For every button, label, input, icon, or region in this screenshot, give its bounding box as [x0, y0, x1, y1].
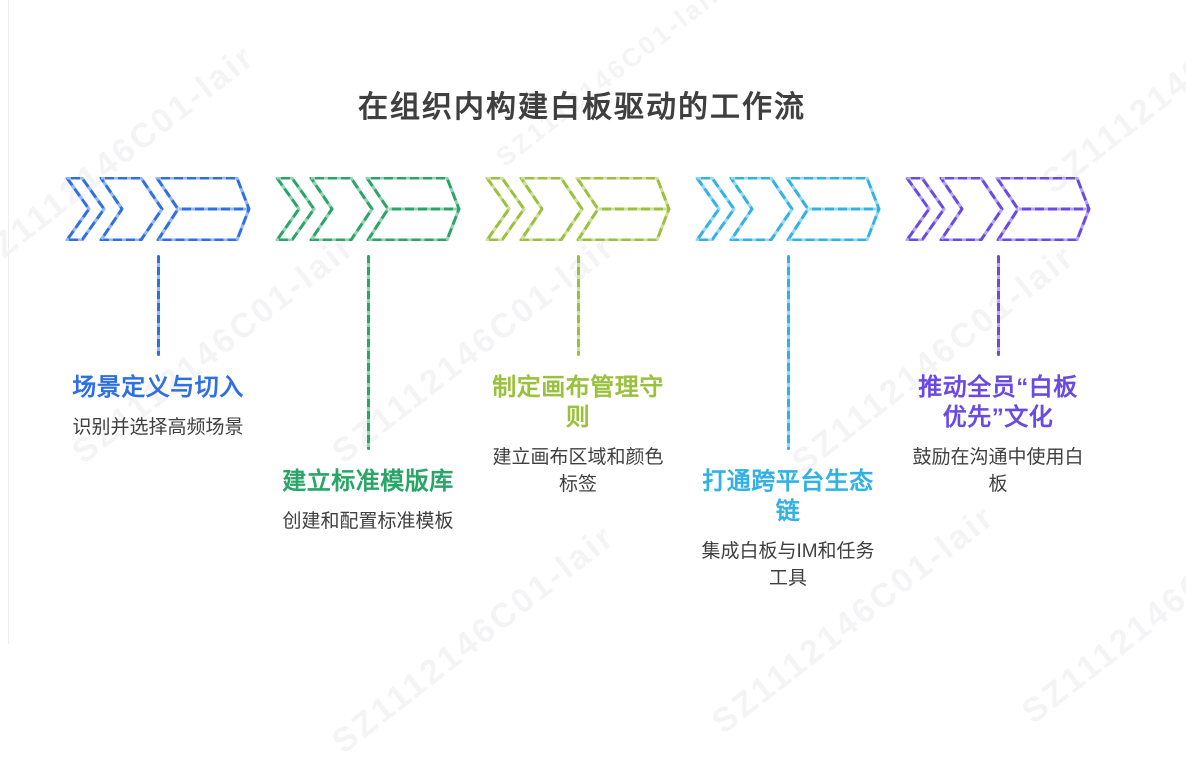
connector-line	[366, 255, 370, 450]
page-title: 在组织内构建白板驱动的工作流	[358, 91, 806, 124]
step-column-2: 建立标准模版库 创建和配置标准模板	[263, 177, 473, 535]
step-description: 集成白板与IM和任务 工具	[701, 541, 875, 589]
step-description: 创建和配置标准模板	[282, 511, 454, 532]
step-description: 识别并选择高频场景	[72, 417, 244, 438]
step-title: 建立标准模版库	[282, 468, 454, 495]
page-edge-divider	[8, 0, 9, 644]
connector-line	[156, 255, 160, 356]
chevron-arrows-icon	[65, 177, 251, 241]
step-column-4: 打通跨平台生态 链 集成白板与IM和任务 工具	[683, 177, 893, 592]
step-title: 打通跨平台生态 链	[702, 468, 874, 525]
connector-line	[996, 255, 1000, 356]
step-description: 鼓励在沟通中使用白 板	[912, 447, 1084, 495]
step-column-3: 制定画布管理守 则 建立画布区域和颜色 标签	[473, 177, 683, 498]
chevron-arrows-icon	[905, 177, 1091, 241]
connector-line	[576, 255, 580, 356]
step-title: 推动全员“白板 优先”文化	[918, 374, 1078, 431]
chevron-arrows-icon	[275, 177, 461, 241]
step-title: 场景定义与切入	[72, 374, 244, 401]
step-column-1: 场景定义与切入 识别并选择高频场景	[53, 177, 263, 441]
chevron-arrows-icon	[695, 177, 881, 241]
step-column-5: 推动全员“白板 优先”文化 鼓励在沟通中使用白 板	[893, 177, 1103, 498]
watermark-text: SZ1112146C01-lair	[1014, 487, 1186, 732]
step-description: 建立画布区域和颜色 标签	[492, 447, 664, 495]
connector-line	[786, 255, 790, 450]
watermark-text: SZ1112146C01-lair	[324, 517, 623, 762]
chevron-arrows-icon	[485, 177, 671, 241]
step-title: 制定画布管理守 则	[492, 374, 664, 431]
